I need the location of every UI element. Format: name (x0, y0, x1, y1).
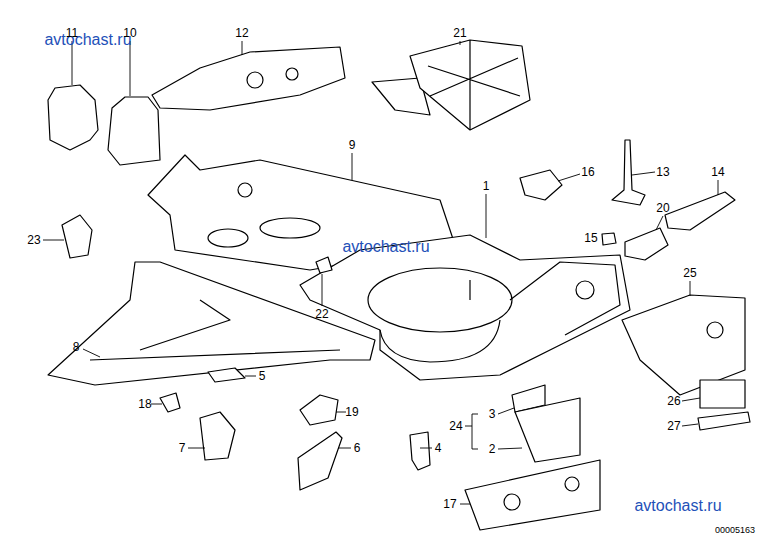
callout-number: 7 (179, 442, 186, 454)
side-member (510, 262, 620, 335)
callout-number: 11 (66, 27, 78, 39)
clip-part (602, 233, 616, 245)
clip-part (410, 432, 430, 470)
pin-part (612, 140, 645, 205)
leader-line (338, 448, 351, 449)
leader-line (352, 153, 353, 180)
hole (247, 72, 263, 88)
callout-number: 18 (138, 398, 151, 410)
rail-rib (90, 300, 340, 360)
leader-line (465, 426, 472, 427)
callout-number: 22 (315, 308, 328, 320)
bracket-line (472, 414, 478, 449)
clip-part (62, 215, 92, 258)
hole (565, 477, 579, 491)
bracket-part (298, 432, 342, 490)
leader-line (656, 216, 663, 230)
bracket-part (625, 228, 668, 260)
leader-line (718, 180, 719, 195)
strap-part (665, 192, 735, 230)
leader-line (336, 412, 346, 413)
hole (208, 229, 248, 247)
leader-line (690, 281, 691, 296)
callout-number: 20 (656, 202, 669, 214)
leader-line (460, 504, 470, 505)
callout-number: 6 (354, 442, 361, 454)
rail-part (48, 262, 375, 385)
bracket-part (515, 398, 580, 462)
leader-line (188, 448, 205, 449)
callout-number: 15 (584, 232, 597, 244)
bracket-part (48, 85, 98, 150)
hole (238, 183, 252, 197)
callout-number: 24 (449, 420, 462, 432)
leader-line (498, 448, 522, 449)
callout-number: 1 (483, 180, 490, 192)
callout-number: 2 (489, 443, 496, 455)
leader-line (498, 408, 514, 414)
leader-line (682, 398, 700, 401)
box-ribs (428, 40, 520, 130)
bolt (469, 280, 470, 300)
callout-number: 23 (27, 234, 40, 246)
leader-line (420, 448, 432, 449)
callout-number: 14 (711, 166, 724, 178)
drawing-number: 00005163 (715, 526, 755, 535)
panel-part (152, 47, 345, 110)
leader-line (486, 194, 487, 238)
callout-number: 9 (349, 139, 356, 151)
leader-line (558, 174, 580, 181)
callout-number: 8 (73, 341, 80, 353)
floor-panel (148, 155, 455, 270)
leader-line (460, 41, 461, 45)
callout-number: 5 (259, 370, 266, 382)
callout-number: 13 (656, 166, 669, 178)
callout-number: 19 (345, 406, 358, 418)
bracket-part (300, 395, 338, 425)
leader-line (245, 376, 256, 377)
leader-line (322, 274, 323, 306)
callout-number: 25 (683, 267, 696, 279)
pad-part (698, 412, 750, 430)
hole (286, 68, 298, 80)
bracket-part (520, 170, 562, 200)
leader-line (43, 240, 64, 241)
callout-number: 21 (453, 27, 466, 39)
leader-line (682, 424, 698, 426)
hole (504, 494, 520, 510)
hole (576, 281, 594, 299)
watermark: avtochast.ru (634, 498, 721, 514)
wheel-well-rim (368, 268, 512, 332)
callout-number: 4 (435, 442, 442, 454)
callout-number: 17 (443, 498, 456, 510)
watermark: avtochast.ru (342, 239, 429, 255)
bracket-part (200, 412, 235, 460)
hole (707, 322, 723, 338)
callout-number: 12 (235, 27, 248, 39)
leader-line (151, 404, 162, 405)
hole (260, 218, 320, 238)
callout-number: 10 (123, 27, 136, 39)
callout-number: 3 (489, 408, 496, 420)
box-part (410, 40, 530, 130)
clip-part (160, 393, 180, 412)
clip-part (208, 368, 245, 382)
leader-line (632, 172, 655, 175)
leader-lines (43, 41, 718, 504)
callout-number: 16 (581, 166, 594, 178)
leader-line (130, 41, 131, 96)
callout-number: 26 (667, 395, 680, 407)
callout-number: 27 (667, 420, 680, 432)
block-part (700, 380, 745, 408)
leader-line (83, 349, 100, 357)
leader-line (242, 41, 243, 55)
watermark: avtochast.ru (44, 32, 131, 48)
cap-part (108, 97, 160, 165)
plate-part (465, 460, 600, 530)
clip-part (316, 257, 332, 273)
